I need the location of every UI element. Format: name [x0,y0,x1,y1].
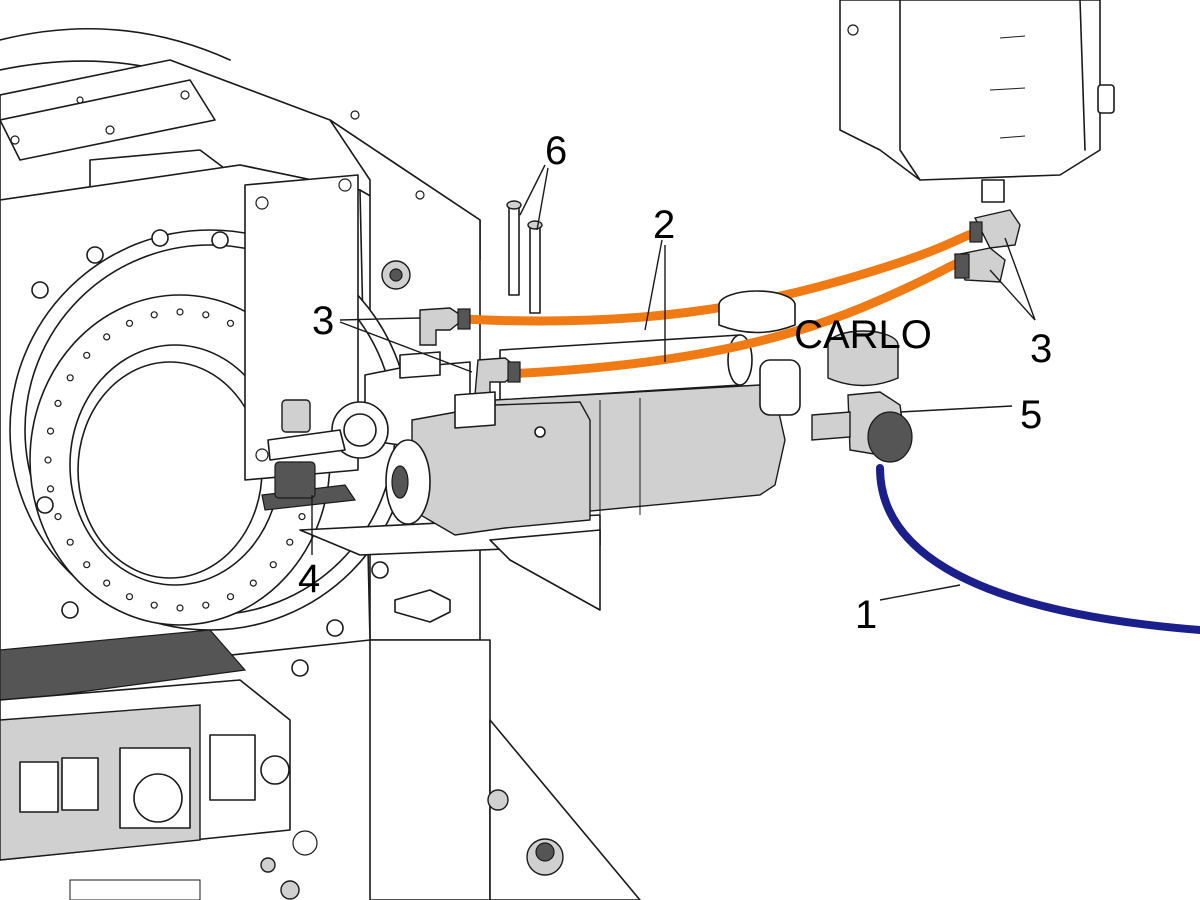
flange-bolt [61,601,79,619]
flange-hole [46,485,55,493]
callout-5: 5 [1020,393,1042,437]
callout-6: 6 [545,129,567,173]
flange-hole [202,311,210,319]
flange-hole [286,538,294,546]
flange-hole [83,351,91,359]
callout-labels: 6 2 3 3 5 4 1 [298,129,1052,637]
pressure-regulator: CARLO [718,290,932,463]
cylinder-assembly [331,334,786,536]
flange-bolt [86,246,104,264]
flange-hole [54,399,62,407]
flange-bolt [371,561,389,579]
leader-lines [311,164,1036,601]
hose-upper [440,227,985,326]
flange-hole [249,579,257,587]
callout-3-left: 3 [312,299,334,343]
air-supply-line [876,464,1200,634]
flange-bolt [151,229,169,247]
flange-hole [83,561,91,569]
flange-hole [125,319,134,327]
flange-hole [125,593,134,601]
flange-bolt [211,231,229,249]
flange-hole [150,601,158,609]
flange-hole [66,538,74,546]
flange-hole [226,319,235,327]
callout-2: 2 [653,203,675,247]
flange-hole [176,308,184,316]
flange-hole [176,604,184,612]
gauge-badge-text: CARLO [794,313,932,357]
elbow-fittings [399,209,1021,429]
flange-hole [103,579,111,587]
mounting-bolts [381,200,543,314]
flange-hole [103,333,111,341]
flange-hole [46,427,55,435]
flange-hole [54,512,62,521]
flange-hole [66,374,74,382]
flange-hole [226,593,235,601]
flange-bolt [36,496,54,514]
lubricator-reservoir [839,0,1115,203]
orange-hoses [440,227,985,379]
callout-1: 1 [855,593,877,637]
flange-hole [202,601,210,609]
flange-bolt [291,659,309,677]
servo-motor [0,629,318,900]
sensor-fitting [261,399,451,623]
flange-hole [298,512,306,521]
flange-hole [269,561,277,569]
callout-3-right: 3 [1030,327,1052,371]
flange-bolt [326,619,344,637]
flange-bolt [31,281,49,299]
callout-4: 4 [298,557,320,601]
flange-hole [150,311,158,319]
flange-hole [44,456,52,464]
hose-lower [500,257,975,379]
